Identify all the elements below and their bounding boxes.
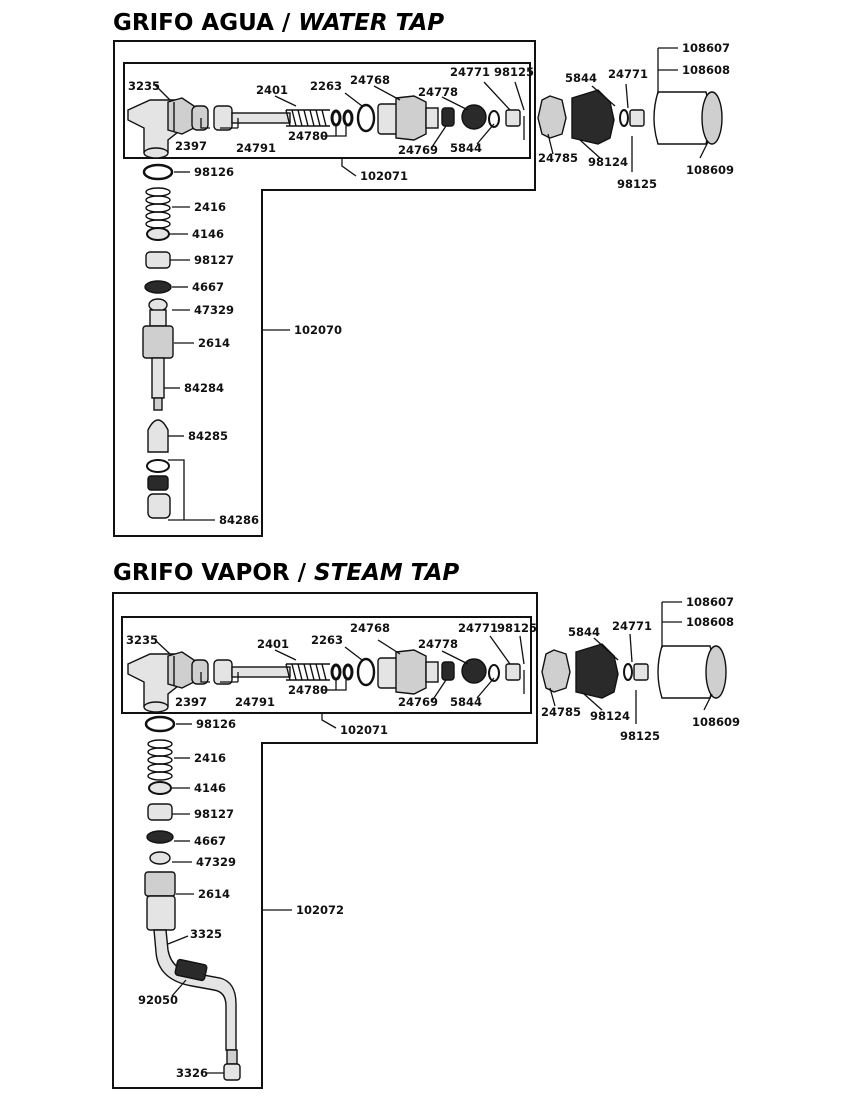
label-47329: 47329 bbox=[194, 303, 234, 317]
label-4667: 4667 bbox=[192, 280, 224, 294]
label-102071: 102071 bbox=[340, 723, 388, 737]
leader-lines bbox=[154, 47, 709, 521]
label-24768: 24768 bbox=[350, 621, 390, 635]
label-24785: 24785 bbox=[538, 151, 578, 165]
vertical-parts bbox=[142, 163, 174, 519]
label-2401: 2401 bbox=[256, 83, 288, 97]
label-98124: 98124 bbox=[590, 709, 630, 723]
label-108608: 108608 bbox=[686, 615, 734, 629]
assembly-frame bbox=[113, 40, 536, 537]
label-108609: 108609 bbox=[692, 715, 740, 729]
label-24778: 24778 bbox=[418, 637, 458, 651]
label-108608: 108608 bbox=[682, 63, 730, 77]
label-24778: 24778 bbox=[418, 85, 458, 99]
label-102072: 102072 bbox=[296, 903, 344, 917]
label-3325: 3325 bbox=[190, 927, 222, 941]
label-5844-b: 5844 bbox=[568, 625, 600, 639]
knob-parts bbox=[541, 643, 727, 699]
assembly-frame bbox=[112, 592, 538, 1089]
label-98125-b: 98125 bbox=[617, 177, 657, 191]
section-title: GRIFO AGUA / WATER TAP bbox=[113, 10, 444, 36]
label-2416: 2416 bbox=[194, 751, 226, 765]
label-24771-b: 24771 bbox=[612, 619, 652, 633]
label-98125: 98125 bbox=[494, 65, 534, 79]
label-102070: 102070 bbox=[294, 323, 342, 337]
label-24768: 24768 bbox=[350, 73, 390, 87]
label-5844-b: 5844 bbox=[565, 71, 597, 85]
label-92050: 92050 bbox=[138, 993, 178, 1007]
label-98125-b: 98125 bbox=[620, 729, 660, 743]
label-5844: 5844 bbox=[450, 695, 482, 709]
label-84284: 84284 bbox=[184, 381, 224, 395]
label-24769: 24769 bbox=[398, 695, 438, 709]
water-tap-section: GRIFO AGUA / WATER TAP bbox=[113, 10, 734, 537]
label-24771-b: 24771 bbox=[608, 67, 648, 81]
label-3326: 3326 bbox=[176, 1066, 208, 1080]
label-98126: 98126 bbox=[196, 717, 236, 731]
leader-lines bbox=[154, 601, 713, 1074]
vertical-parts bbox=[144, 715, 241, 1081]
label-5844: 5844 bbox=[450, 141, 482, 155]
label-108607: 108607 bbox=[686, 595, 734, 609]
label-24769: 24769 bbox=[398, 143, 438, 157]
part-labels: 3235 2397 2401 24791 2263 24780 24768 24… bbox=[126, 595, 740, 1080]
label-24791: 24791 bbox=[236, 141, 276, 155]
label-84285: 84285 bbox=[188, 429, 228, 443]
label-98126: 98126 bbox=[194, 165, 234, 179]
part-labels: 3235 2397 2401 24791 2263 24780 24768 24… bbox=[128, 41, 734, 527]
label-2263: 2263 bbox=[311, 633, 343, 647]
label-24791: 24791 bbox=[235, 695, 275, 709]
label-2614: 2614 bbox=[198, 887, 230, 901]
label-98127: 98127 bbox=[194, 807, 234, 821]
label-3235: 3235 bbox=[128, 79, 160, 93]
label-98124: 98124 bbox=[588, 155, 628, 169]
label-24771: 24771 bbox=[458, 621, 498, 635]
subassembly-frame bbox=[121, 616, 532, 714]
label-24780: 24780 bbox=[288, 683, 328, 697]
label-2416: 2416 bbox=[194, 200, 226, 214]
knob-parts bbox=[537, 89, 723, 145]
label-102071: 102071 bbox=[360, 169, 408, 183]
label-2397: 2397 bbox=[175, 139, 207, 153]
subassembly-frame bbox=[123, 62, 531, 159]
label-98127: 98127 bbox=[194, 253, 234, 267]
label-2397: 2397 bbox=[175, 695, 207, 709]
label-4667: 4667 bbox=[194, 834, 226, 848]
label-24771: 24771 bbox=[450, 65, 490, 79]
label-4146: 4146 bbox=[192, 227, 224, 241]
label-4146: 4146 bbox=[194, 781, 226, 795]
label-24785: 24785 bbox=[541, 705, 581, 719]
steam-tap-section: GRIFO VAPOR / STEAM TAP bbox=[112, 560, 740, 1089]
label-47329: 47329 bbox=[196, 855, 236, 869]
label-98125: 98125 bbox=[497, 621, 537, 635]
label-108609: 108609 bbox=[686, 163, 734, 177]
label-2401: 2401 bbox=[257, 637, 289, 651]
section-title: GRIFO VAPOR / STEAM TAP bbox=[113, 560, 459, 586]
label-84286: 84286 bbox=[219, 513, 259, 527]
label-2263: 2263 bbox=[310, 79, 342, 93]
label-108607: 108607 bbox=[682, 41, 730, 55]
label-24780: 24780 bbox=[288, 129, 328, 143]
label-3235: 3235 bbox=[126, 633, 158, 647]
label-2614: 2614 bbox=[198, 336, 230, 350]
